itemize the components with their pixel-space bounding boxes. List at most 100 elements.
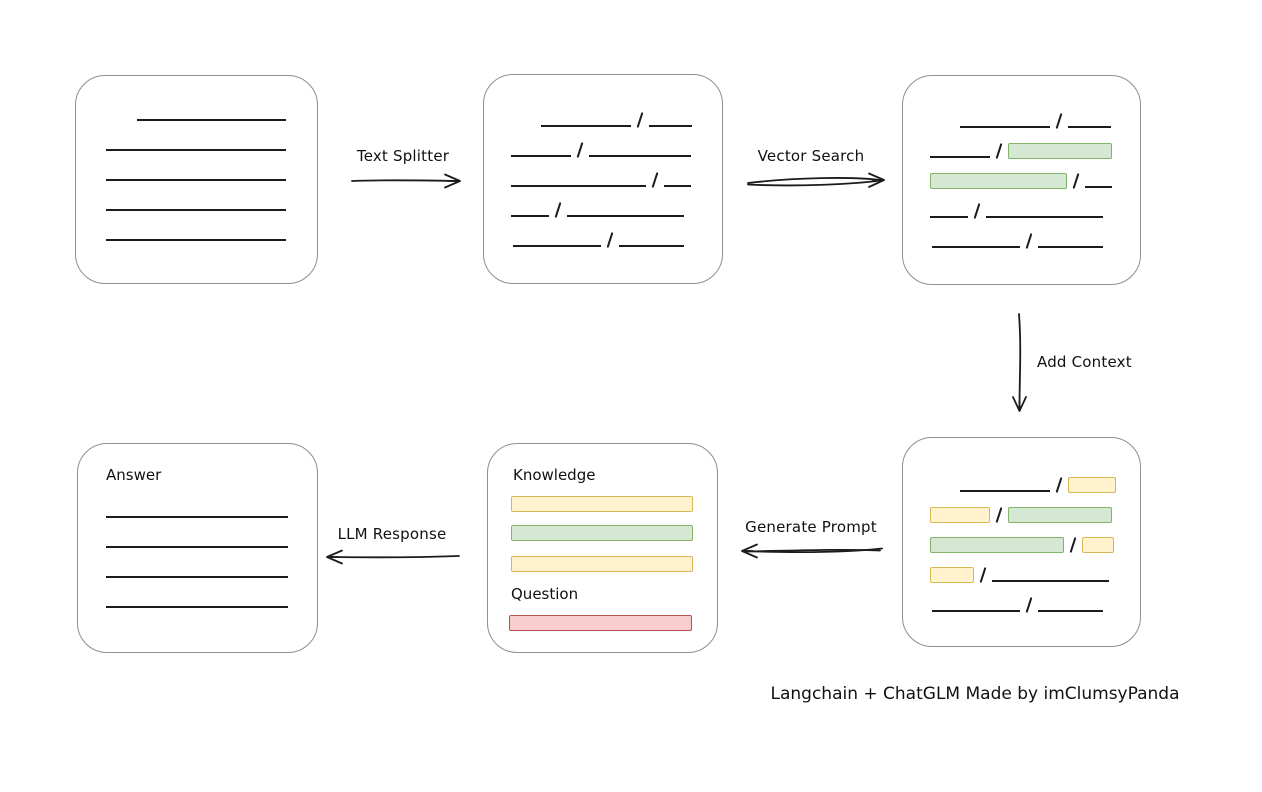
text-line	[106, 209, 286, 211]
text-line	[1085, 186, 1112, 188]
text-line	[106, 546, 288, 548]
chunk-row	[930, 493, 1116, 523]
text-line	[137, 119, 286, 121]
answer-lines	[106, 489, 288, 609]
text-line	[664, 185, 691, 187]
source-document-box	[75, 75, 318, 284]
split-slash	[979, 567, 987, 583]
text-line	[932, 610, 1020, 612]
yellow-chunk-highlight	[930, 567, 974, 583]
chunk-row	[930, 523, 1116, 553]
add-context-arrow	[1012, 313, 1027, 412]
split-slash	[973, 203, 981, 219]
text-line	[106, 606, 288, 608]
context-added-rows	[930, 463, 1116, 613]
text-line	[619, 245, 684, 247]
text-line	[513, 245, 601, 247]
split-slash	[606, 232, 614, 248]
vector-search-label: Vector Search	[757, 147, 865, 165]
text-line	[511, 215, 549, 217]
split-slash	[1055, 113, 1063, 129]
knowledge-bar-yellow-2	[511, 556, 693, 572]
knowledge-bar-yellow-1	[511, 496, 693, 512]
split-slash	[1055, 477, 1063, 493]
text-line	[106, 576, 288, 578]
chunk-row	[511, 128, 692, 158]
text-line	[567, 215, 684, 217]
split-slash	[636, 112, 644, 128]
chunk-row	[106, 152, 286, 182]
text-line	[541, 125, 631, 127]
chunk-row	[511, 188, 692, 218]
text-line	[1038, 246, 1103, 248]
text-splitter-label: Text Splitter	[356, 147, 450, 165]
chunk-row	[930, 553, 1116, 583]
yellow-chunk-highlight	[1082, 537, 1114, 553]
text-line	[932, 246, 1020, 248]
chunk-row	[541, 98, 692, 128]
question-bar-red	[509, 615, 692, 631]
text-line	[1068, 126, 1111, 128]
answer-title: Answer	[106, 466, 162, 484]
yellow-chunk-highlight	[1068, 477, 1116, 493]
question-title: Question	[511, 585, 579, 603]
text-line	[960, 126, 1050, 128]
add-context-label: Add Context	[1037, 353, 1132, 371]
split-chunks-rows	[511, 98, 692, 248]
green-chunk-highlight	[1008, 143, 1112, 159]
chunk-row	[932, 583, 1116, 613]
text-line	[1038, 610, 1103, 612]
text-splitter-arrow	[351, 173, 461, 189]
knowledge-bar-green	[511, 525, 693, 541]
green-chunk-highlight	[930, 173, 1067, 189]
text-line	[106, 516, 288, 518]
green-chunk-highlight	[1008, 507, 1112, 523]
text-line	[649, 125, 692, 127]
caption: Langchain + ChatGLM Made by imClumsyPand…	[770, 684, 1180, 704]
chunk-row	[511, 158, 692, 188]
chunk-row	[513, 218, 692, 248]
split-slash	[554, 202, 562, 218]
text-line	[930, 216, 968, 218]
split-slash	[1025, 233, 1033, 249]
answer-box: Answer	[77, 443, 318, 653]
chunk-row	[106, 212, 286, 242]
vector-matched-box	[902, 75, 1141, 285]
text-line	[511, 155, 571, 157]
text-line	[589, 155, 691, 157]
split-slash	[651, 172, 659, 188]
green-chunk-highlight	[930, 537, 1064, 553]
text-line	[106, 179, 286, 181]
split-chunks-box	[483, 74, 723, 284]
text-line	[106, 239, 286, 241]
text-line	[992, 580, 1109, 582]
split-slash	[995, 143, 1003, 159]
chunk-row	[106, 122, 286, 152]
chunk-row	[106, 549, 288, 579]
llm-response-arrow	[326, 549, 460, 565]
prompt-box: Knowledge Question	[487, 443, 718, 653]
knowledge-title: Knowledge	[513, 466, 596, 484]
yellow-chunk-highlight	[930, 507, 990, 523]
generate-prompt-arrow	[741, 543, 883, 559]
chunk-row	[137, 92, 286, 122]
chunk-row	[932, 219, 1112, 249]
text-line	[930, 156, 990, 158]
context-added-box	[902, 437, 1141, 647]
llm-response-label: LLM Response	[337, 525, 447, 543]
chunk-row	[106, 182, 286, 212]
split-slash	[576, 142, 584, 158]
generate-prompt-label: Generate Prompt	[745, 518, 877, 536]
chunk-row	[930, 159, 1112, 189]
chunk-row	[106, 519, 288, 549]
split-slash	[995, 507, 1003, 523]
chunk-row	[930, 189, 1112, 219]
vector-matched-rows	[930, 99, 1112, 249]
chunk-row	[106, 489, 288, 519]
split-slash	[1025, 597, 1033, 613]
source-document-lines	[106, 92, 286, 242]
chunk-row	[106, 579, 288, 609]
text-line	[106, 149, 286, 151]
vector-search-arrow	[747, 172, 885, 188]
